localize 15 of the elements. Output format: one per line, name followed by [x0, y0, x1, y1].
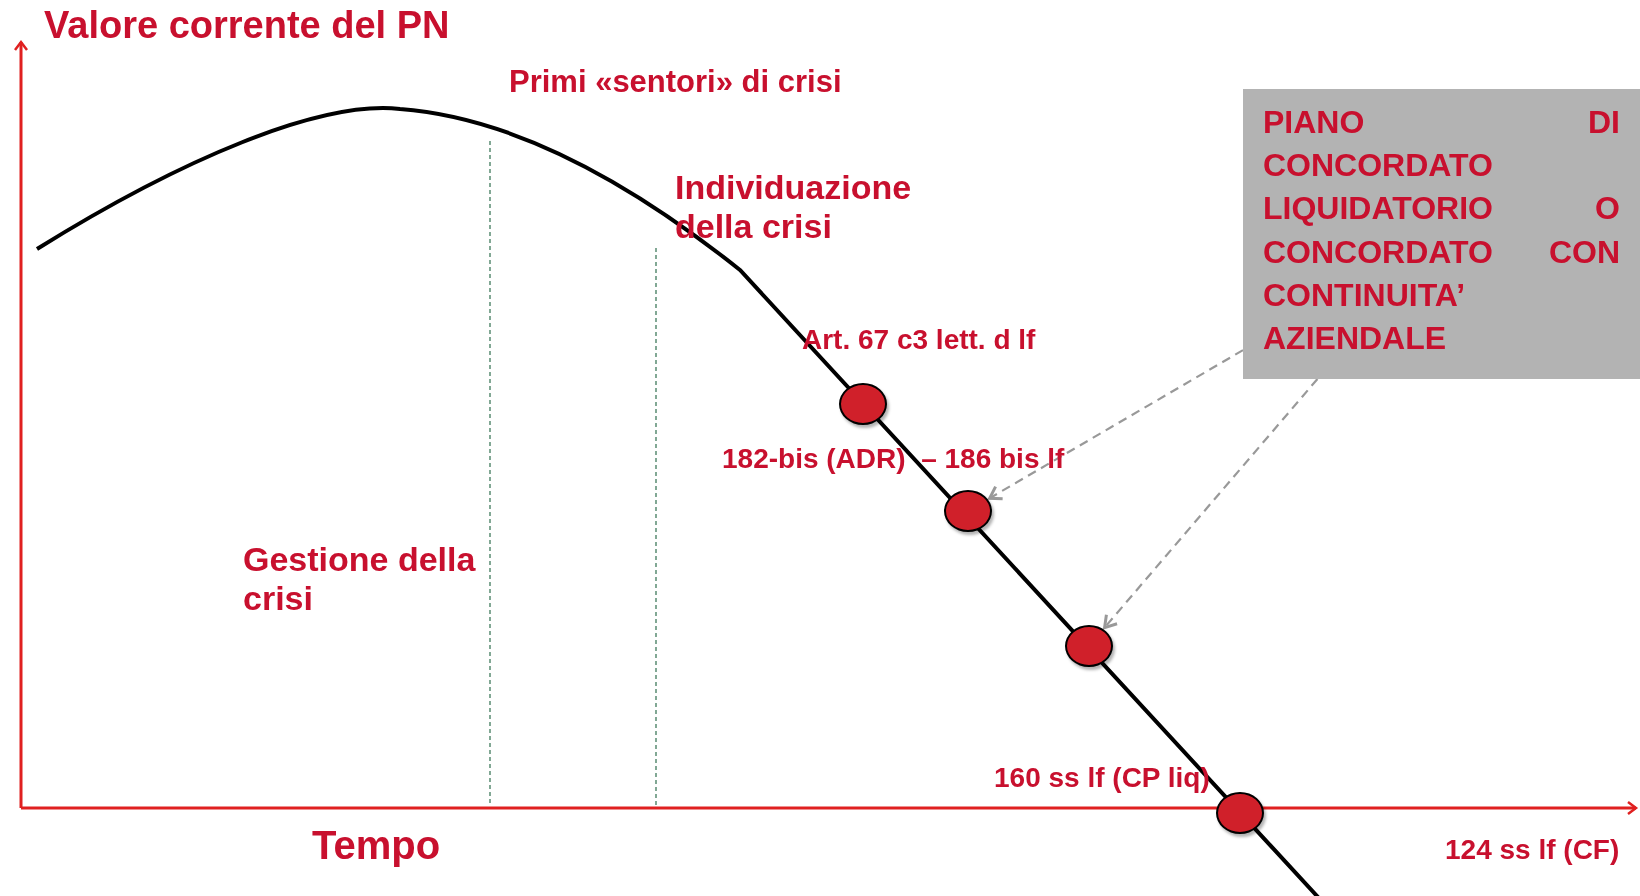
- marker-dot: [944, 490, 992, 532]
- marker-dot: [839, 383, 887, 425]
- axis-title: Tempo: [312, 822, 442, 868]
- reference-label: 160 ss lf (CP liq): [994, 762, 1211, 795]
- marker-dot: [1216, 792, 1264, 834]
- arrow: [988, 349, 1244, 501]
- reference-label: 182-bis (ADR) – 186 bis lf: [722, 443, 1066, 476]
- phase-label: Gestione della crisi: [243, 540, 477, 619]
- reference-label: 124 ss lf (CF): [1445, 834, 1621, 867]
- note-box: PIANO DI CONCORDATO LIQUIDATORIO O CONCORDATO CON CONTINUITA’ AZIENDALE: [1243, 89, 1640, 379]
- marker-dot: [1065, 625, 1113, 667]
- arrow: [1103, 378, 1319, 630]
- reference-label: Art. 67 c3 lett. d lf: [802, 324, 1037, 357]
- axis-title: Valore corrente del PN: [44, 4, 451, 48]
- phase-label: Primi «sentori» di crisi: [509, 64, 843, 100]
